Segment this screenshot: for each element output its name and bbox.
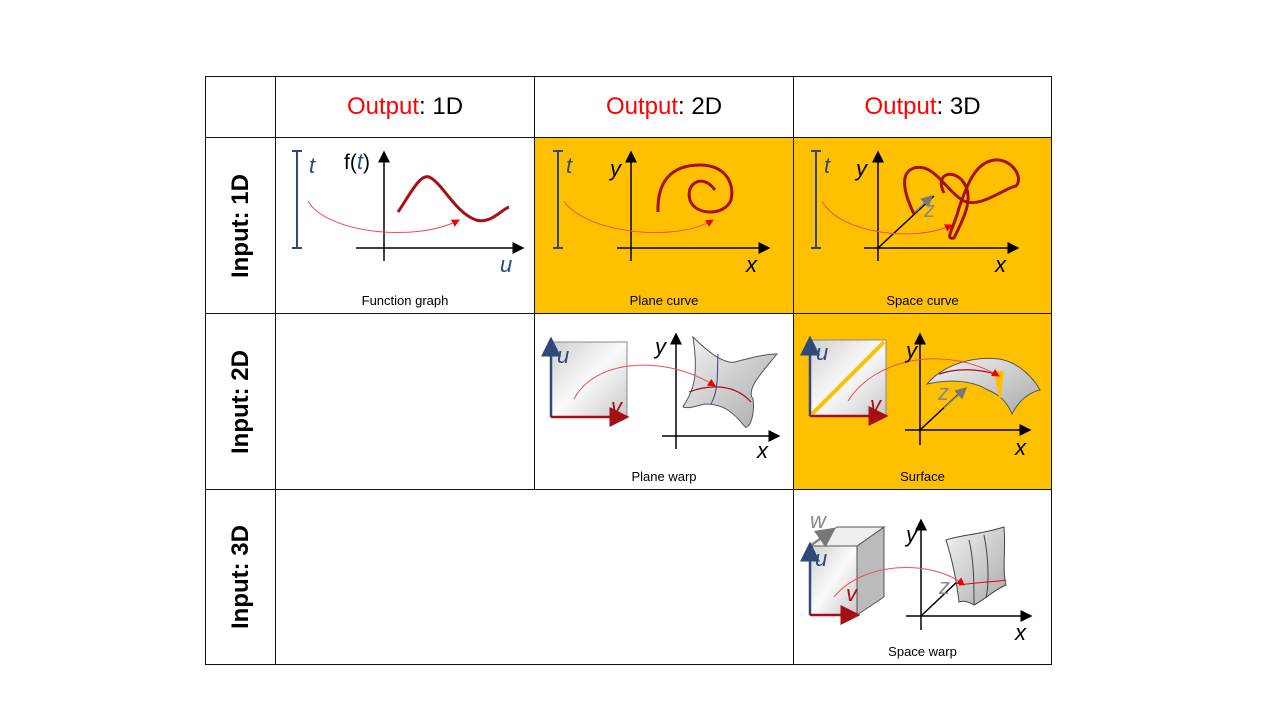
space-curve: [903, 158, 1020, 240]
header-output-1d: Output: 1D: [275, 76, 535, 138]
function-graph-illustration: t f(t) u: [292, 149, 525, 277]
caption-surface: Surface: [900, 469, 945, 484]
svg-text:y: y: [608, 156, 623, 181]
mapping-arrow: [821, 200, 953, 235]
uv-square: [550, 341, 628, 418]
caption-function-graph: Function graph: [361, 293, 449, 308]
header-output-3d: Output: 3D: [793, 76, 1052, 138]
svg-text:z: z: [923, 197, 935, 222]
cell-surface: u v y z x Surface: [793, 313, 1052, 490]
cell-empty-3d: [275, 489, 794, 665]
svg-text:u: u: [500, 252, 512, 277]
row-input-1d: Input: 1D: [205, 137, 276, 314]
t-interval-icon: [811, 150, 821, 249]
caption-space-warp: Space warp: [888, 644, 957, 659]
row-input-3d: Input: 3D: [205, 489, 276, 665]
space-curve-illustration: t y z x: [811, 150, 1020, 277]
caption-space-curve: Space curve: [886, 293, 959, 308]
curved-surface: [925, 357, 1041, 416]
space-warp-illustration: w u v y z x: [800, 508, 1033, 645]
mapping-arrow: [833, 567, 965, 598]
corner-cell: [205, 76, 276, 138]
caption-plane-curve: Plane curve: [629, 293, 699, 308]
z-axis-gray: [913, 194, 934, 214]
svg-text:f(t): f(t): [344, 149, 370, 174]
svg-text:v: v: [611, 394, 624, 419]
svg-text:x: x: [1014, 435, 1027, 460]
mapping-arrow: [847, 358, 1000, 402]
spiral-curve: [656, 163, 734, 214]
cell-empty-2d-1d: [275, 313, 535, 490]
cell-plane-warp: u v y x Plane warp: [534, 313, 794, 490]
plane-curve-illustration: t y x: [553, 150, 771, 277]
svg-text:t: t: [824, 153, 831, 178]
svg-text:t: t: [309, 153, 316, 178]
caption-plane-warp: Plane warp: [631, 469, 697, 484]
svg-text:y: y: [854, 156, 869, 181]
function-curve: [396, 175, 510, 223]
header-output-2d: Output: 2D: [534, 76, 794, 138]
row-input-2d: Input: 2D: [205, 313, 276, 490]
mapping-arrow: [573, 364, 716, 400]
svg-text:y: y: [904, 338, 919, 363]
svg-text:v: v: [846, 581, 859, 606]
svg-text:x: x: [1014, 620, 1027, 645]
svg-text:w: w: [810, 508, 828, 533]
svg-text:z: z: [937, 380, 949, 405]
cell-space-warp: w u v y z x Space warp: [793, 489, 1052, 665]
svg-text:x: x: [745, 252, 758, 277]
t-interval-icon: [292, 150, 302, 249]
warped-volume: [945, 526, 1007, 606]
svg-text:y: y: [653, 334, 668, 359]
cell-space-curve: t y z x Space curve: [793, 137, 1052, 314]
t-interval-icon: [553, 150, 563, 249]
cell-plane-curve: t y x Plane curve: [534, 137, 794, 314]
svg-text:z: z: [938, 574, 950, 599]
mapping-arrow: [307, 200, 460, 234]
surface-illustration: u v y z x: [800, 332, 1041, 460]
svg-text:x: x: [994, 252, 1007, 277]
cell-function-graph: t f(t) u Function graph: [275, 137, 535, 314]
svg-text:t: t: [566, 153, 573, 178]
svg-text:u: u: [557, 343, 569, 368]
svg-text:v: v: [870, 392, 883, 417]
svg-text:u: u: [815, 546, 827, 571]
z-axis: [920, 579, 960, 617]
svg-text:x: x: [756, 438, 769, 463]
svg-text:y: y: [904, 522, 919, 547]
plane-warp-illustration: u v y x: [541, 332, 781, 463]
mapping-arrow: [563, 200, 714, 234]
warped-plane: [682, 335, 779, 428]
svg-text:u: u: [816, 340, 828, 365]
